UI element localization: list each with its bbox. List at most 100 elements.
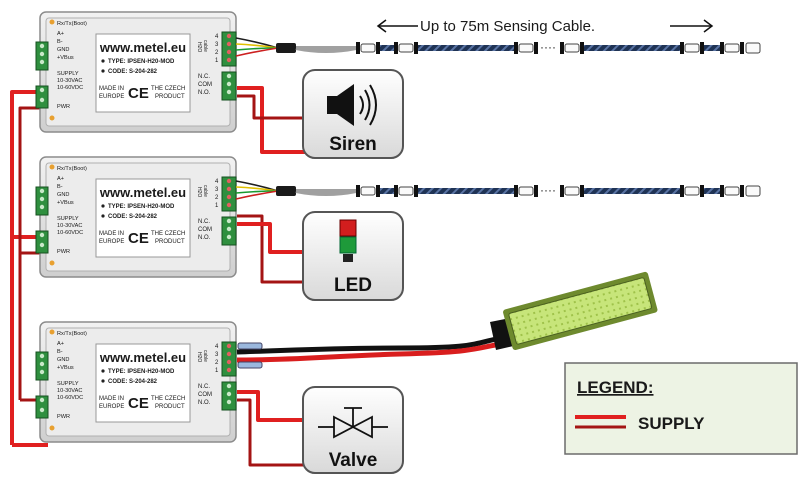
module-url: www.metel.eu — [99, 350, 186, 365]
cable-connector — [720, 185, 744, 197]
terminal-screw — [39, 51, 45, 57]
module-label-0: Rx/Tx(Boot) — [57, 166, 87, 172]
module-label-3: GND — [57, 357, 69, 363]
module-label-2: B- — [57, 184, 63, 190]
probe-label-1: H2O — [196, 187, 202, 197]
probe-terminal[interactable] — [221, 31, 237, 67]
cable-connector — [680, 42, 704, 54]
module-type: TYPE: IPSEN-H20-MOD — [108, 59, 175, 65]
led-label: LED — [334, 275, 372, 296]
status-led — [49, 19, 55, 25]
led-badge[interactable]: LED — [302, 211, 404, 301]
module-label-5: SUPPLY — [57, 381, 79, 387]
bullet — [101, 214, 105, 218]
cable-connector — [356, 42, 380, 54]
bullet — [101, 69, 105, 73]
sensing-cable-siren: ···· — [235, 37, 761, 57]
probe-label-1: H2O — [196, 42, 202, 52]
valve-badge[interactable]: Valve — [302, 386, 404, 474]
supply-terminal[interactable] — [35, 230, 49, 254]
controller-module-led: Rx/Tx(Boot) A+ B- GND +VBusSUPPLY10-30VAC10-… — [35, 156, 237, 278]
braided-cable — [380, 188, 394, 194]
terminal-screw — [226, 367, 232, 373]
bullet — [101, 204, 105, 208]
czech-line-2: PRODUCT — [155, 404, 185, 410]
czech-line-2: PRODUCT — [155, 94, 185, 100]
terminal-screw — [226, 202, 232, 208]
braided-cable — [418, 45, 514, 51]
probe-pin-3: 3 — [215, 187, 219, 193]
label-plate — [95, 33, 191, 113]
module-type: TYPE: IPSEN-H20-MOD — [108, 369, 175, 375]
legend-swatch — [575, 415, 626, 429]
terminal-screw — [226, 194, 232, 200]
terminal-screw — [226, 41, 232, 47]
probe-terminal[interactable] — [221, 176, 237, 212]
terminal-screw — [226, 73, 232, 79]
module-label-6: 10-30VAC — [57, 223, 82, 229]
cable-connector — [560, 42, 584, 54]
module-code: CODE: S-204-282 — [108, 214, 158, 220]
probe-pin-4: 4 — [215, 34, 219, 40]
valve-label: Valve — [329, 450, 378, 471]
made-in-line-2: EUROPE — [99, 404, 124, 410]
braided-cable — [380, 45, 394, 51]
terminal-screw — [226, 186, 232, 192]
czech-line-2: PRODUCT — [155, 239, 185, 245]
braided-cable — [584, 45, 680, 51]
braided-cable — [418, 188, 514, 194]
module-label-5: SUPPLY — [57, 216, 79, 222]
cable-connector — [356, 185, 380, 197]
relay-label-1: COM — [198, 227, 212, 233]
cable-length-text: Up to 75m Sensing Cable. — [420, 18, 595, 35]
module-label-8: PWR — [57, 249, 70, 255]
cable-connector — [514, 185, 538, 197]
terminal-screw — [226, 226, 232, 232]
module-label-7: 10-60VDC — [57, 230, 83, 236]
czech-line-1: THE CZECH — [151, 396, 185, 402]
supply-wiring — [10, 86, 392, 467]
module-label-7: 10-60VDC — [57, 85, 83, 91]
relay-label-0: N.C. — [198, 384, 210, 390]
probe-label-1: H2O — [196, 352, 202, 362]
terminal-screw — [226, 49, 232, 55]
terminal-screw — [39, 369, 45, 375]
probe-pin-2: 2 — [215, 195, 219, 201]
braided-cable — [584, 188, 680, 194]
cable-continuation-dots: ···· — [540, 183, 556, 197]
terminal-screw — [226, 218, 232, 224]
module-label-4: +VBus — [57, 55, 74, 61]
relay-label-2: N.O. — [198, 235, 211, 241]
terminal-screw — [39, 353, 45, 359]
relay-label-2: N.O. — [198, 400, 211, 406]
cable-connector — [394, 185, 418, 197]
terminal-screw — [39, 407, 45, 413]
terminal-screw — [226, 234, 232, 240]
czech-line-1: THE CZECH — [151, 231, 185, 237]
ce-mark: CE — [128, 85, 149, 102]
probe-terminal[interactable] — [221, 341, 237, 377]
bullet — [101, 59, 105, 63]
probe-label-2: cable — [202, 40, 208, 52]
terminal-screw — [226, 89, 232, 95]
supply-terminal[interactable] — [35, 85, 49, 109]
status-led — [49, 115, 55, 121]
module-label-6: 10-30VAC — [57, 388, 82, 394]
module-code: CODE: S-204-282 — [108, 379, 158, 385]
terminal-screw — [226, 81, 232, 87]
module-label-3: GND — [57, 192, 69, 198]
terminal-screw — [226, 391, 232, 397]
bullet — [101, 369, 105, 373]
terminal-screw — [39, 97, 45, 103]
module-label-1: A+ — [57, 176, 64, 182]
siren-badge[interactable]: Siren — [302, 69, 404, 159]
sensing-cable-led: ···· — [235, 180, 761, 200]
supply-terminal[interactable] — [35, 395, 49, 419]
grey-cable — [295, 189, 357, 196]
module-label-4: +VBus — [57, 200, 74, 206]
module-label-4: +VBus — [57, 365, 74, 371]
probe-pin-4: 4 — [215, 344, 219, 350]
probe-label-2: cable — [202, 185, 208, 197]
terminal-screw — [226, 399, 232, 405]
